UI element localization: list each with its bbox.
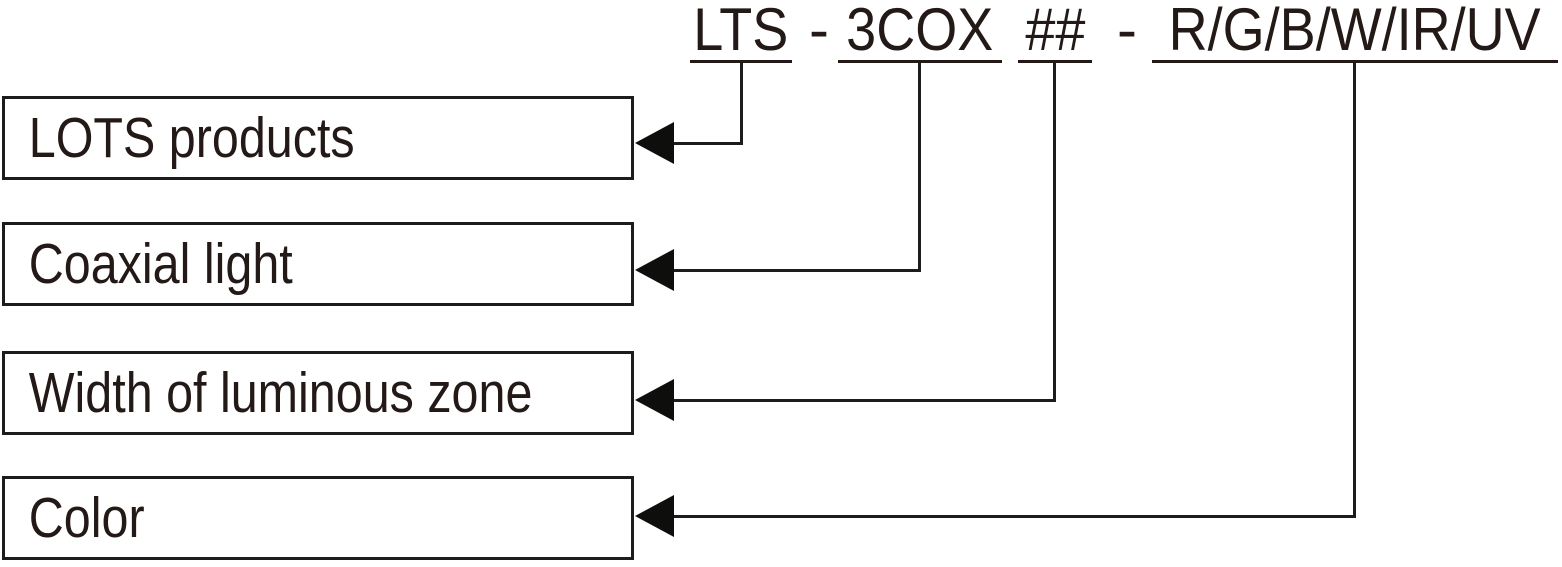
code-segment-series: LTS — [690, 0, 792, 63]
label-box-coaxial-light: Coaxial light — [2, 222, 634, 306]
code-segment-series-text: LTS — [693, 0, 789, 63]
code-separator-1: - — [795, 0, 843, 60]
connector-vline-size — [1053, 62, 1056, 402]
label-text-width-of-luminous-zone: Width of luminous zone — [28, 360, 533, 425]
connector-vline-type — [918, 62, 921, 271]
connector-vline-series — [740, 62, 743, 145]
connector-hline-series — [672, 142, 743, 145]
connector-hline-color — [672, 515, 1356, 518]
code-segment-color-text: R/G/B/W/IR/UV — [1168, 0, 1542, 63]
arrow-left-icon-series — [635, 122, 674, 164]
code-segment-type: 3COX — [838, 0, 1002, 63]
connector-vline-color — [1353, 62, 1356, 518]
connector-hline-size — [672, 399, 1056, 402]
arrow-left-icon-size — [635, 379, 674, 421]
arrow-left-icon-color — [635, 495, 674, 537]
label-text-color: Color — [28, 485, 145, 550]
code-segment-size-text: ## — [1024, 0, 1086, 63]
code-segment-color: R/G/B/W/IR/UV — [1152, 0, 1558, 63]
label-text-coaxial-light: Coaxial light — [28, 231, 293, 296]
code-separator-2-text: - — [1117, 0, 1137, 63]
code-separator-2: - — [1103, 0, 1151, 60]
code-segment-type-text: 3COX — [846, 0, 994, 63]
label-box-lots-products: LOTS products — [2, 96, 634, 180]
code-separator-1-text: - — [809, 0, 829, 63]
label-text-lots-products: LOTS products — [28, 105, 355, 170]
label-box-width-of-luminous-zone: Width of luminous zone — [2, 351, 634, 435]
label-box-color: Color — [2, 476, 634, 560]
arrow-left-icon-type — [635, 249, 674, 291]
code-segment-size: ## — [1018, 0, 1092, 63]
connector-hline-type — [672, 269, 921, 272]
